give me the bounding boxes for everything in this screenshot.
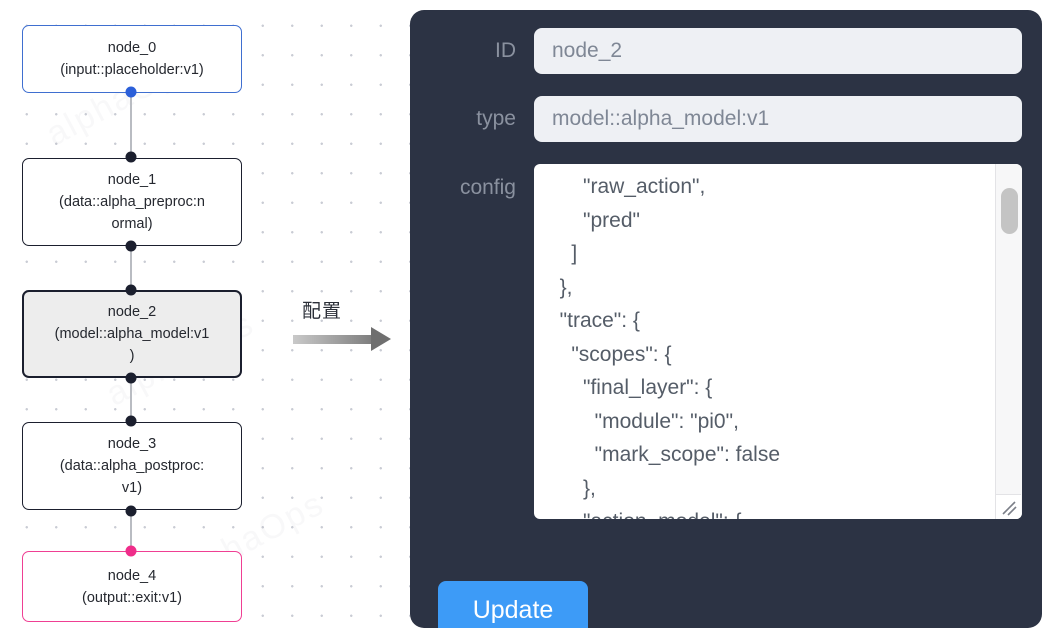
port-node_0-out[interactable] <box>125 86 137 98</box>
graph-node-label: node_1 (data::alpha_preproc:n ormal) <box>59 172 205 232</box>
graph-node-label: node_3 (data::alpha_postproc: v1) <box>59 436 205 496</box>
field-row-id: ID <box>410 28 1042 74</box>
port-node_2-in[interactable] <box>125 284 137 296</box>
port-node_1-out[interactable] <box>125 240 137 252</box>
port-node_3-in[interactable] <box>125 415 137 427</box>
graph-node-node_2[interactable]: node_2 (model::alpha_model:v1 ) <box>22 290 242 378</box>
graph-node-label: node_0 (input::placeholder:v1) <box>60 40 204 78</box>
graph-node-label: node_4 (output::exit:v1) <box>82 567 182 606</box>
port-node_4-in[interactable] <box>125 545 137 557</box>
graph-node-node_0[interactable]: node_0 (input::placeholder:v1) <box>22 25 242 93</box>
right-arrow-icon <box>293 335 373 344</box>
config-scrollbar-thumb[interactable] <box>1001 188 1018 234</box>
resize-handle-icon[interactable] <box>996 494 1021 519</box>
id-field-label: ID <box>495 39 516 62</box>
type-input[interactable] <box>534 96 1022 142</box>
edge-node0-node1 <box>130 92 132 156</box>
graph-node-node_4[interactable]: node_4 (output::exit:v1) <box>22 551 242 622</box>
port-node_2-out[interactable] <box>125 372 137 384</box>
transition-arrow-group: 配置 <box>288 296 398 362</box>
graph-canvas[interactable]: alphaOps alphaOps alphaOps node_0 (input… <box>0 0 410 643</box>
id-input[interactable] <box>534 28 1022 74</box>
edge-node1-node2 <box>130 246 132 290</box>
graph-node-label: node_2 (model::alpha_model:v1 ) <box>54 304 210 364</box>
graph-node-node_1[interactable]: node_1 (data::alpha_preproc:n ormal) <box>22 158 242 246</box>
right-arrow-head-icon <box>371 327 391 351</box>
config-textarea[interactable]: "raw_action", "pred" ] }, "trace": { "sc… <box>534 164 986 519</box>
config-scrollbar[interactable] <box>995 164 1022 519</box>
config-field-label: config <box>459 176 516 199</box>
field-row-config: config "raw_action", "pred" ] }, "trace"… <box>410 164 1042 519</box>
edge-node2-node3 <box>130 377 132 420</box>
edge-node3-node4 <box>130 511 132 551</box>
graph-node-node_3[interactable]: node_3 (data::alpha_postproc: v1) <box>22 422 242 510</box>
update-button[interactable]: Update <box>438 581 588 628</box>
node-config-panel: ID type config "raw_action", "pred" ] },… <box>410 10 1042 628</box>
port-node_3-out[interactable] <box>125 505 137 517</box>
type-field-label: type <box>476 107 516 130</box>
port-node_1-in[interactable] <box>125 151 137 163</box>
field-row-type: type <box>410 96 1042 142</box>
transition-label: 配置 <box>302 301 343 322</box>
config-textarea-wrapper: "raw_action", "pred" ] }, "trace": { "sc… <box>534 164 1022 519</box>
